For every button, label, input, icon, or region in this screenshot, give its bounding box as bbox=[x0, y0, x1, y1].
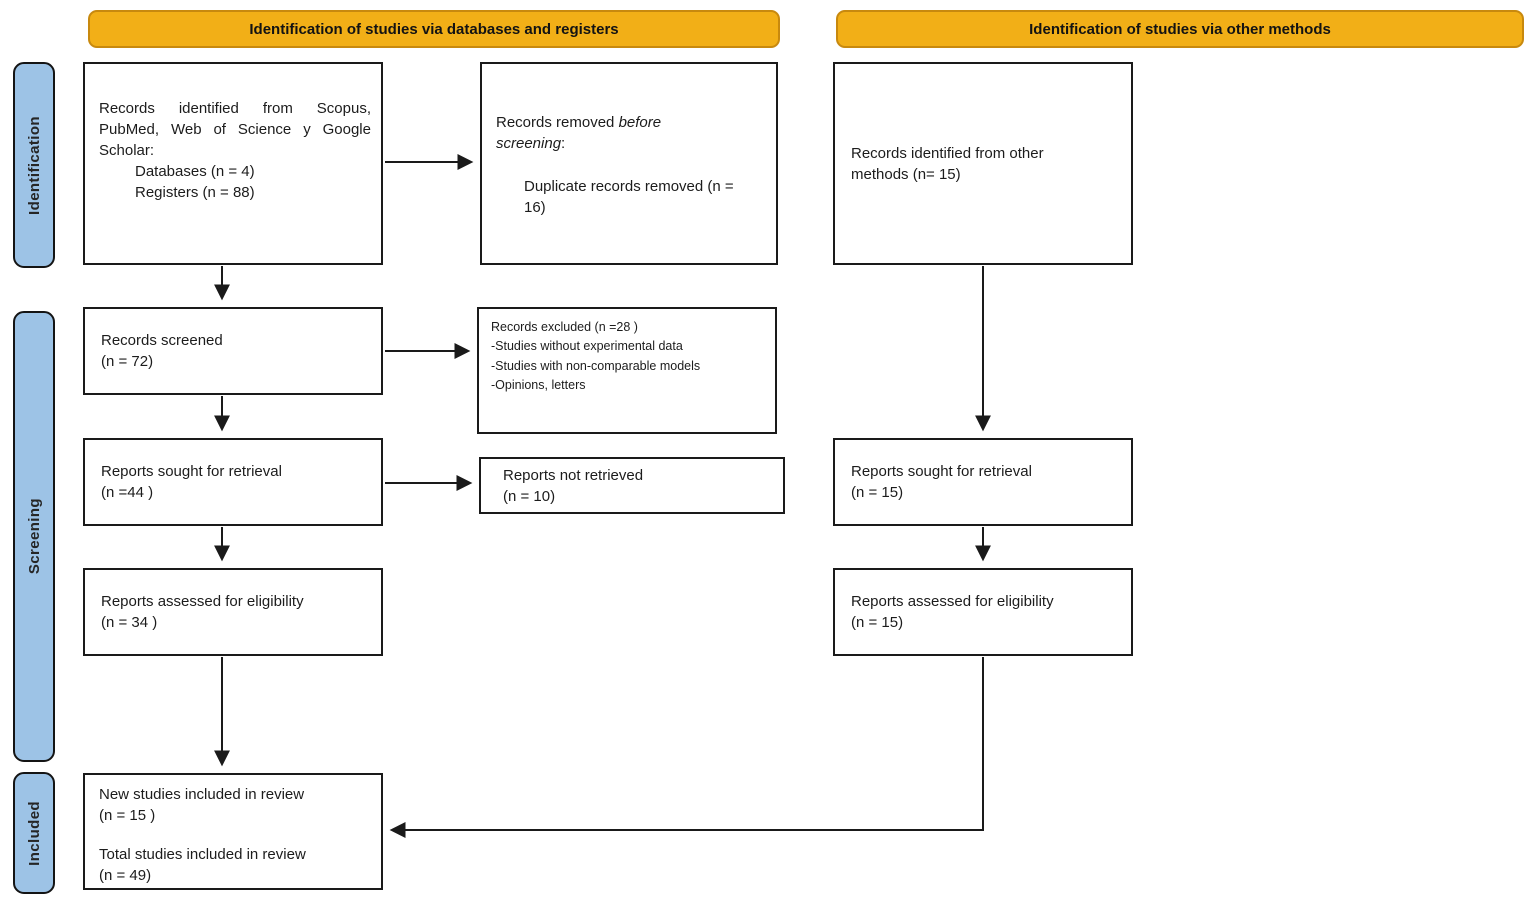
box-reports-assessed-other: Reports assessed for eligibility (n = 15… bbox=[833, 568, 1133, 656]
reports-assessed-other-line1: Reports assessed for eligibility bbox=[851, 593, 1054, 610]
records-identified-databases: Databases (n = 4) bbox=[135, 163, 255, 180]
records-excluded-reason-1: -Studies without experimental data bbox=[491, 339, 683, 354]
box-records-screened: Records screened (n = 72) bbox=[83, 307, 383, 395]
records-identified-registers: Registers (n = 88) bbox=[135, 184, 255, 201]
records-removed-italic: before screening bbox=[496, 114, 662, 152]
box-studies-included: New studies included in review (n = 15 )… bbox=[83, 773, 383, 890]
reports-not-retrieved-line2: (n = 10) bbox=[503, 487, 556, 505]
banner-databases-registers-label: Identification of studies via databases … bbox=[249, 20, 619, 38]
records-excluded-reason-2: -Studies with non-comparable models bbox=[491, 358, 701, 373]
stage-included-text: Included bbox=[25, 800, 43, 866]
records-excluded-line1: Records excluded (n =28 ) bbox=[491, 320, 638, 334]
reports-sought-other-line1: Reports sought for retrieval bbox=[851, 463, 1032, 480]
records-removed-prefix: Records removed bbox=[496, 114, 619, 131]
box-records-excluded: Records excluded (n =28 ) -Studies witho… bbox=[477, 307, 777, 434]
reports-sought-db-line2: (n =44 ) bbox=[101, 484, 154, 501]
included-new-line1: New studies included in review bbox=[99, 786, 305, 803]
stage-screening-text: Screening bbox=[25, 498, 43, 575]
included-total-line2: (n = 49) bbox=[99, 866, 152, 884]
stage-label-screening: Screening bbox=[13, 311, 55, 762]
banner-other-methods: Identification of studies via other meth… bbox=[836, 10, 1524, 48]
records-excluded-reason-3: -Opinions, letters bbox=[491, 378, 586, 393]
records-screened-line2: (n = 72) bbox=[101, 353, 154, 370]
box-reports-sought-other: Reports sought for retrieval (n = 15) bbox=[833, 438, 1133, 526]
records-screened-line1: Records screened bbox=[101, 332, 223, 349]
box-reports-assessed-databases: Reports assessed for eligibility (n = 34… bbox=[83, 568, 383, 656]
box-other-methods: Records identified from other methods (n… bbox=[833, 62, 1133, 265]
box-records-identified: Records identified from Scopus, PubMed, … bbox=[83, 62, 383, 265]
arrow-other-assessed-to-included bbox=[389, 657, 984, 838]
stage-label-included: Included bbox=[13, 772, 55, 894]
banner-other-methods-label: Identification of studies via other meth… bbox=[1029, 20, 1331, 38]
records-removed-detail: Duplicate records removed (n = 16) bbox=[524, 178, 734, 216]
stage-label-identification: Identification bbox=[13, 62, 55, 268]
reports-sought-db-line1: Reports sought for retrieval bbox=[101, 463, 282, 480]
reports-sought-other-line2: (n = 15) bbox=[851, 484, 904, 501]
other-methods-text: Records identified from other methods (n… bbox=[851, 144, 1044, 183]
reports-assessed-db-line2: (n = 34 ) bbox=[101, 614, 158, 631]
stage-identification-text: Identification bbox=[25, 115, 43, 215]
reports-assessed-other-line2: (n = 15) bbox=[851, 614, 904, 631]
included-total-line1: Total studies included in review bbox=[99, 845, 306, 863]
records-removed-suffix: : bbox=[561, 135, 566, 152]
box-reports-not-retrieved: Reports not retrieved (n = 10) bbox=[479, 457, 785, 514]
reports-assessed-db-line1: Reports assessed for eligibility bbox=[101, 593, 304, 610]
box-reports-sought-databases: Reports sought for retrieval (n =44 ) bbox=[83, 438, 383, 526]
included-new-line2: (n = 15 ) bbox=[99, 807, 156, 825]
box-records-removed: Records removed before screening: Duplic… bbox=[480, 62, 778, 265]
reports-not-retrieved-line1: Reports not retrieved bbox=[503, 466, 644, 484]
records-removed-heading: Records removed before screening: bbox=[496, 112, 688, 154]
banner-databases-registers: Identification of studies via databases … bbox=[88, 10, 780, 48]
records-identified-intro: Records identified from Scopus, PubMed, … bbox=[99, 100, 371, 159]
